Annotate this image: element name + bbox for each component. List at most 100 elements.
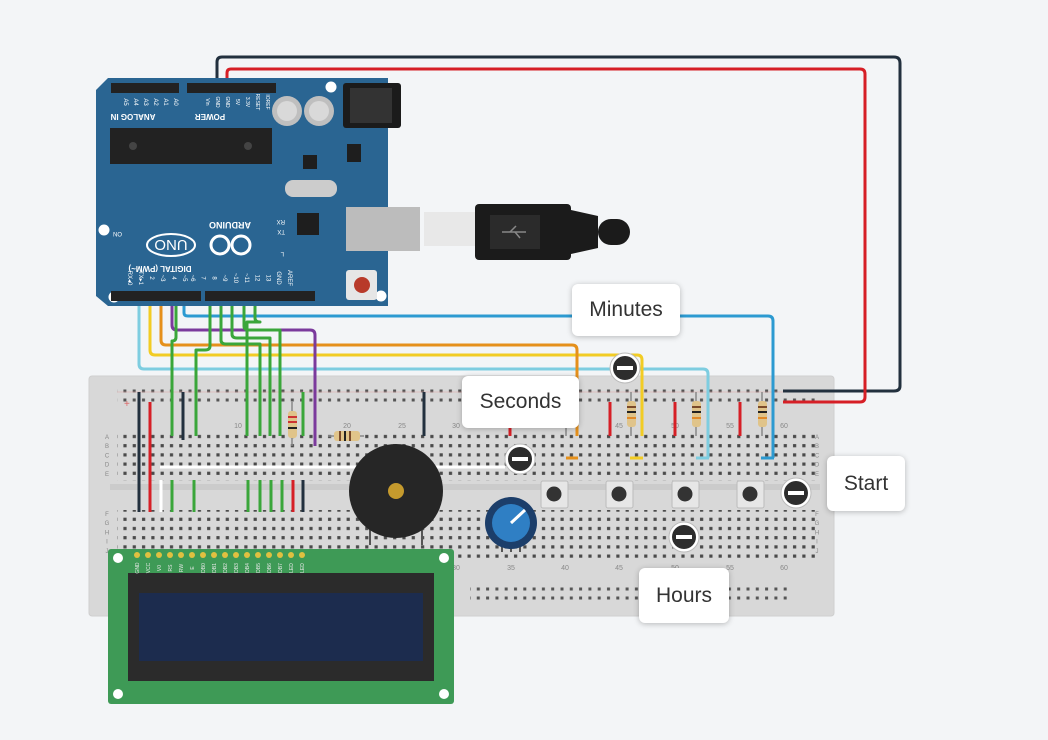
lcd-pin[interactable]	[233, 552, 239, 558]
lcd-pin[interactable]	[156, 552, 162, 558]
lcd-pin-label: GND	[135, 562, 141, 574]
usb-icon	[502, 225, 526, 239]
lcd-pin[interactable]	[200, 552, 206, 558]
wire-purple[interactable]	[170, 298, 317, 446]
svg-text:+: +	[124, 399, 130, 410]
analog-pin-label: A0	[172, 98, 178, 106]
row-letter-left: D	[105, 463, 110, 469]
row-letter-right: J	[816, 549, 819, 555]
lcd-pin[interactable]	[299, 552, 305, 558]
potentiometer[interactable]	[485, 497, 537, 552]
wire-gnd[interactable]	[215, 55, 902, 393]
wire-blue-start[interactable]	[182, 298, 775, 458]
arduino-uno[interactable]: UNO ARDUINO ON RX TX L ANALOG IN POWER D…	[96, 78, 479, 306]
seconds-minus-icon[interactable]	[504, 443, 536, 475]
wire-green-2[interactable]	[194, 298, 212, 436]
lcd-pin[interactable]	[266, 552, 272, 558]
column-number: 60	[780, 423, 788, 430]
row-letter-right: H	[815, 530, 819, 536]
wire-yellow[interactable]	[148, 298, 644, 436]
lcd-pin[interactable]	[145, 552, 151, 558]
row-letter-left: H	[105, 530, 109, 536]
resistor-buzzer[interactable]	[328, 431, 364, 441]
lcd-pin-label: RW	[179, 564, 185, 573]
hours-minus-icon[interactable]	[668, 521, 700, 553]
wire-5v[interactable]	[225, 67, 867, 404]
minutes-minus-icon[interactable]	[609, 352, 641, 384]
terminal-strip-upper[interactable]	[117, 433, 817, 481]
lcd-pin-label: E	[190, 566, 196, 570]
callout-start-text: Start	[843, 471, 889, 495]
resistor-lcd[interactable]	[288, 402, 297, 446]
lcd-pin[interactable]	[222, 552, 228, 558]
lcd-pin[interactable]	[244, 552, 250, 558]
power-pin-label: RESET	[254, 94, 260, 111]
wire-lightblue[interactable]	[137, 298, 710, 458]
column-number: 55	[726, 423, 734, 430]
lcd-pin[interactable]	[288, 552, 294, 558]
digital-pin-label: ~3	[159, 275, 165, 283]
wire-green-4[interactable]	[230, 298, 272, 436]
usb-port[interactable]	[346, 207, 420, 251]
callout-hours-text: Hours	[655, 583, 713, 607]
on-led-label: ON	[113, 230, 122, 236]
pushbutton-hours[interactable]	[671, 480, 700, 509]
start-minus-icon[interactable]	[780, 477, 812, 509]
resistor-minutes[interactable]	[627, 392, 636, 436]
callout-minutes[interactable]: Minutes	[572, 284, 680, 336]
wire-orange[interactable]	[159, 298, 579, 436]
resistor-hours[interactable]	[692, 392, 701, 436]
column-number: 45	[615, 565, 623, 572]
digital-pin-label: 4	[170, 276, 176, 280]
digital-pin-label: 8	[210, 276, 216, 280]
lcd-pin-label: RS	[168, 564, 174, 572]
row-letter-right: D	[815, 463, 820, 469]
digital-header-low[interactable]	[111, 291, 201, 301]
piezo-buzzer[interactable]	[349, 444, 443, 545]
lcd-pin[interactable]	[134, 552, 140, 558]
pushbutton-start[interactable]	[736, 480, 765, 509]
tx-led-label: TX	[277, 228, 285, 234]
digital-pin-label: GND	[275, 271, 281, 285]
usb-cable[interactable]	[475, 204, 630, 260]
column-number: 10	[234, 423, 242, 430]
digital-pin-label: ~9	[221, 275, 227, 283]
lcd-pin-label: DB2	[223, 563, 229, 573]
power-pin-label: Vin	[204, 98, 210, 105]
digital-header-high[interactable]	[205, 291, 315, 301]
digital-pin-label: ~11	[243, 273, 249, 283]
rx-led-label: RX	[277, 218, 285, 224]
wire-green-3[interactable]	[219, 298, 262, 436]
pushbutton-minutes[interactable]	[605, 480, 634, 509]
lcd-pin[interactable]	[255, 552, 261, 558]
column-number: 25	[398, 423, 406, 430]
lcd-pin[interactable]	[178, 552, 184, 558]
board-model-label: UNO	[154, 236, 187, 253]
resistor-start[interactable]	[758, 392, 767, 436]
power-pin-label: 3.3V	[244, 97, 250, 108]
lcd-pin-label: V0	[157, 565, 163, 571]
power-header[interactable]	[187, 83, 276, 93]
wire-green-1[interactable]	[170, 298, 178, 436]
callout-hours[interactable]: Hours	[639, 568, 729, 623]
lcd-pin-label: DB0	[201, 563, 207, 573]
callout-seconds-text: Seconds	[479, 390, 562, 413]
lcd-pin[interactable]	[167, 552, 173, 558]
callout-seconds[interactable]: Seconds	[462, 376, 579, 428]
lcd-pin[interactable]	[277, 552, 283, 558]
column-number: 60	[780, 565, 788, 572]
lcd-pin-label: DB3	[234, 563, 240, 573]
wire-green-6[interactable]	[245, 298, 262, 436]
digital-pin-label: 2	[148, 276, 154, 280]
pushbutton-seconds[interactable]	[540, 480, 569, 509]
lcd-pin[interactable]	[211, 552, 217, 558]
analog-pin-label: A2	[152, 98, 158, 106]
bottom-power-rail[interactable]	[470, 584, 790, 604]
analog-header[interactable]	[111, 83, 179, 93]
callout-start[interactable]: Start	[827, 456, 905, 511]
column-number: 45	[615, 423, 623, 430]
lcd-pin[interactable]	[189, 552, 195, 558]
